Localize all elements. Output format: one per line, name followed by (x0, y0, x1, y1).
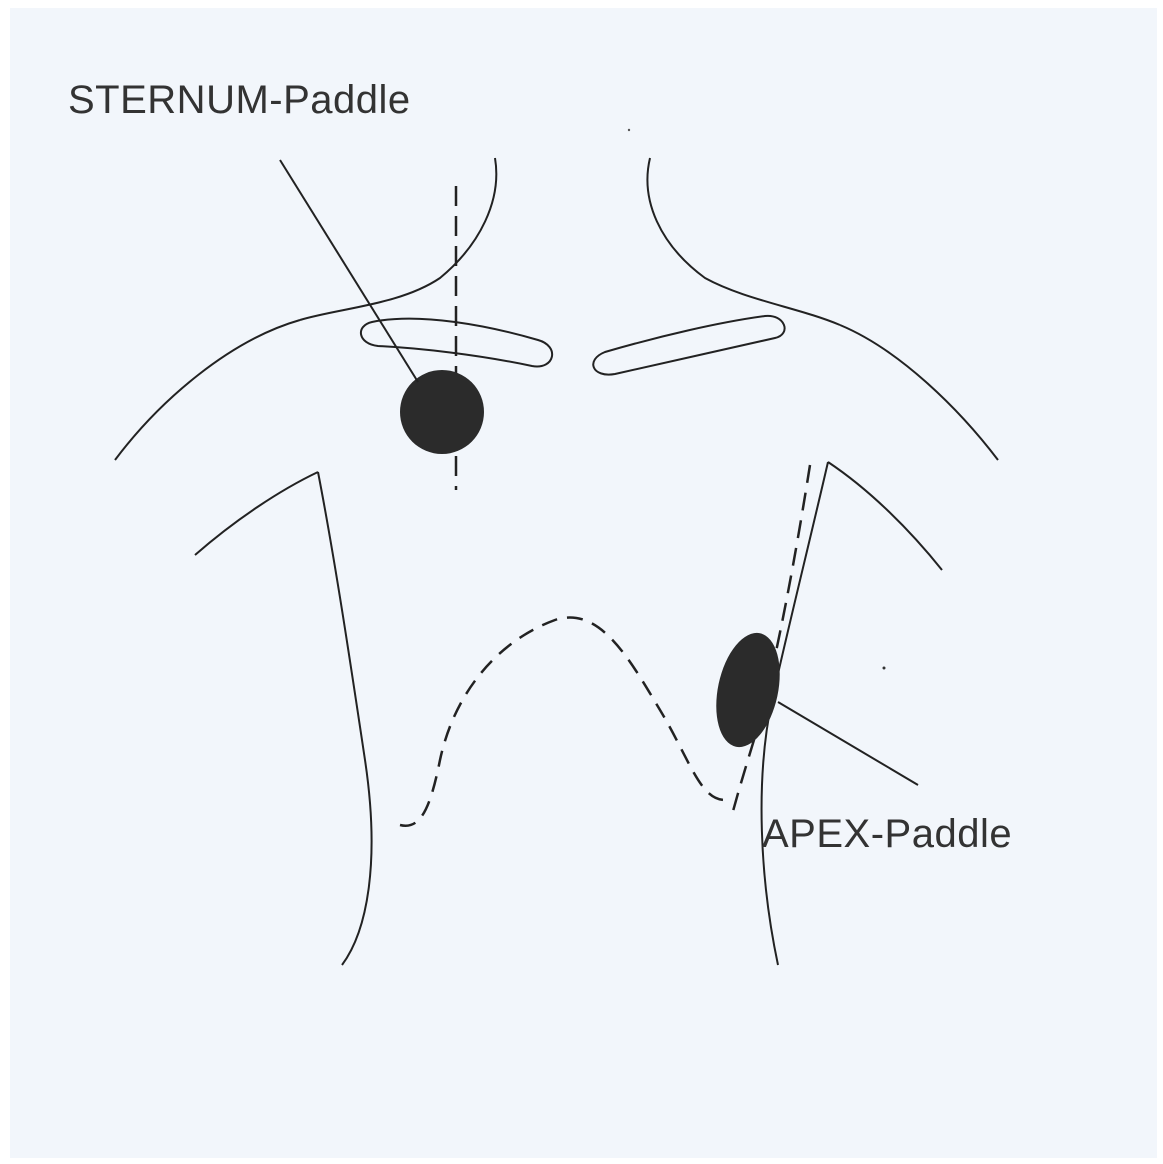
sternum-paddle (400, 370, 484, 454)
apex-paddle-label: APEX-Paddle (762, 812, 1012, 857)
scan-speck (628, 129, 630, 131)
scan-speck (883, 667, 886, 670)
sternum-paddle-label: STERNUM-Paddle (68, 78, 411, 123)
paper-background (10, 8, 1157, 1158)
